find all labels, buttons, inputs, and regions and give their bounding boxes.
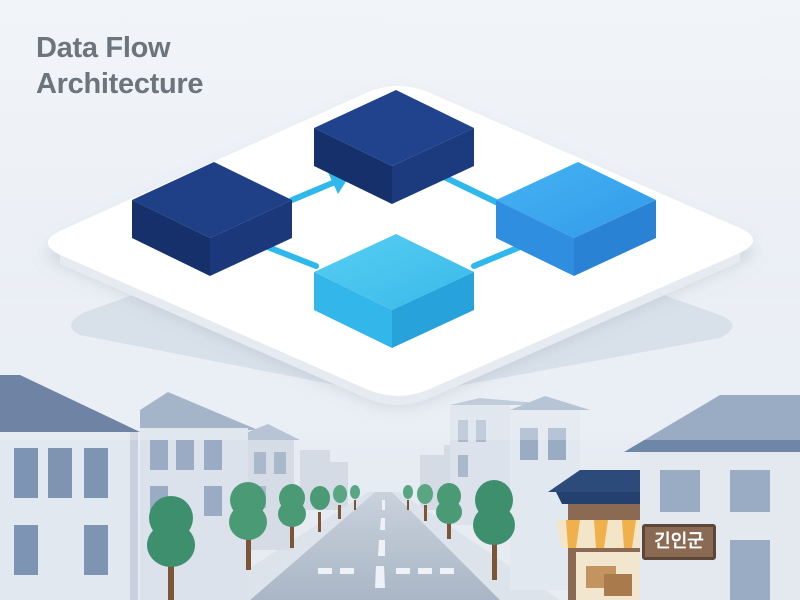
- tree: [350, 485, 360, 510]
- node-left: [132, 162, 292, 276]
- street-scene: [0, 375, 800, 600]
- shop-storefront: [548, 470, 670, 600]
- right-building-3: [624, 395, 800, 600]
- flow-diagram: [132, 90, 656, 348]
- tree: [473, 480, 515, 580]
- trees: [147, 480, 515, 600]
- tree: [333, 485, 347, 519]
- tree: [229, 482, 267, 570]
- title-line-2: Architecture: [36, 68, 204, 100]
- lane-markings: [318, 500, 454, 588]
- left-building-1: [0, 375, 140, 600]
- node-right: [496, 162, 656, 276]
- tree: [310, 486, 330, 532]
- diagram-title: Data Flow Architecture: [36, 30, 204, 102]
- tree: [417, 484, 433, 521]
- shop-sign: 긴인군: [642, 524, 716, 560]
- tree: [147, 496, 195, 600]
- edge-top-to-right: [435, 171, 501, 206]
- edge-left-to-top: [289, 179, 338, 203]
- tree: [403, 485, 413, 510]
- title-line-1: Data Flow: [36, 32, 171, 64]
- tree: [436, 483, 462, 539]
- node-bottom: [314, 234, 474, 348]
- node-top: [314, 90, 474, 204]
- road: [250, 492, 500, 600]
- connectors: [252, 171, 535, 269]
- tree: [278, 484, 306, 548]
